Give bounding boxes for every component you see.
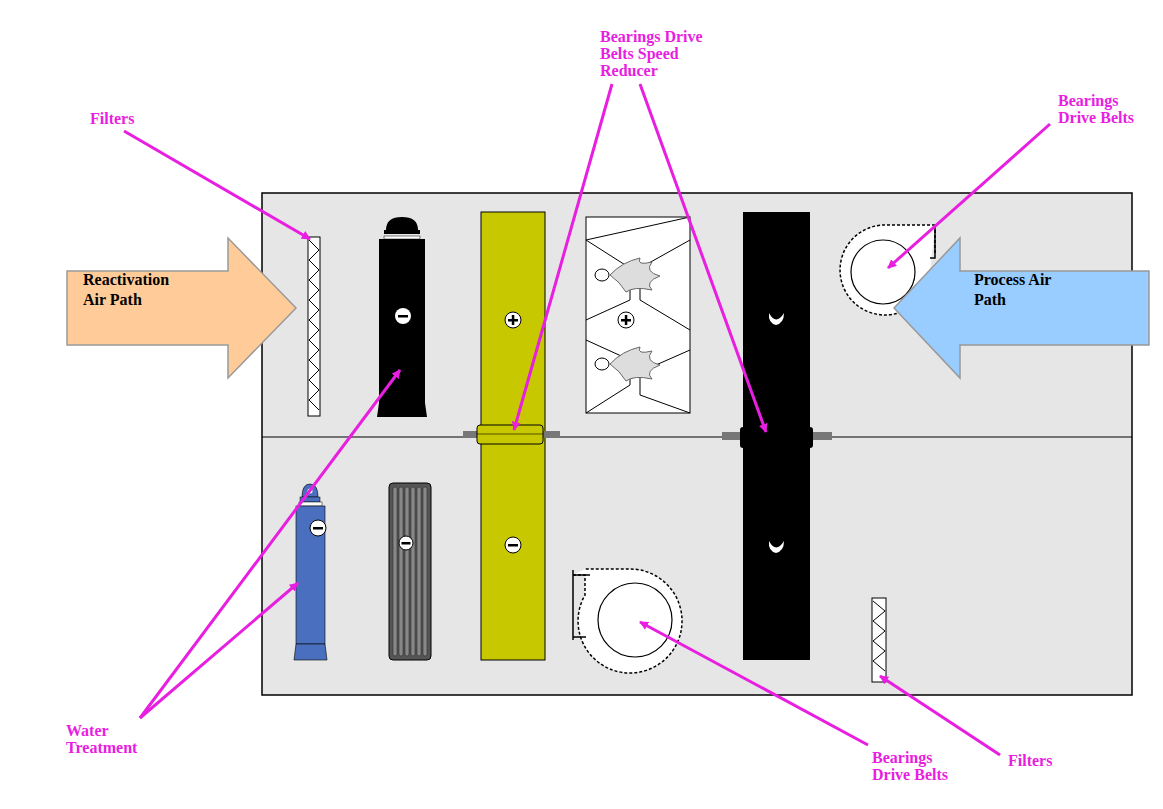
water-treatment-column: [294, 484, 327, 660]
callout-label: Filters: [90, 110, 170, 127]
burner: [586, 217, 690, 413]
process-wheel: [722, 212, 832, 660]
callout-label: Bearings Drive Belts Speed Reducer: [600, 28, 708, 79]
heater-column: [377, 217, 427, 417]
leader-lines: [124, 84, 1050, 755]
air-path-arrow: Process Air Path: [892, 236, 1150, 380]
air-path-arrow: Reactivation Air Path: [66, 236, 298, 380]
housing: [262, 193, 1132, 695]
desiccant-wheel: [463, 212, 560, 660]
air-path-label: Reactivation Air Path: [83, 270, 183, 310]
callout-label: Filters: [1008, 752, 1088, 769]
callout-label: Bearings Drive Belts: [872, 749, 957, 783]
process-fan: [573, 569, 682, 673]
arrow-shape: [892, 236, 1150, 380]
callout-label: Water Treatment: [66, 722, 151, 756]
reactivation-filter: [308, 237, 320, 416]
cooling-coil: [389, 483, 431, 660]
air-path-label: Process Air Path: [974, 270, 1064, 310]
divider: [262, 437, 1132, 438]
process-filter: [872, 598, 886, 682]
callout-label: Bearings Drive Belts: [1058, 92, 1143, 126]
